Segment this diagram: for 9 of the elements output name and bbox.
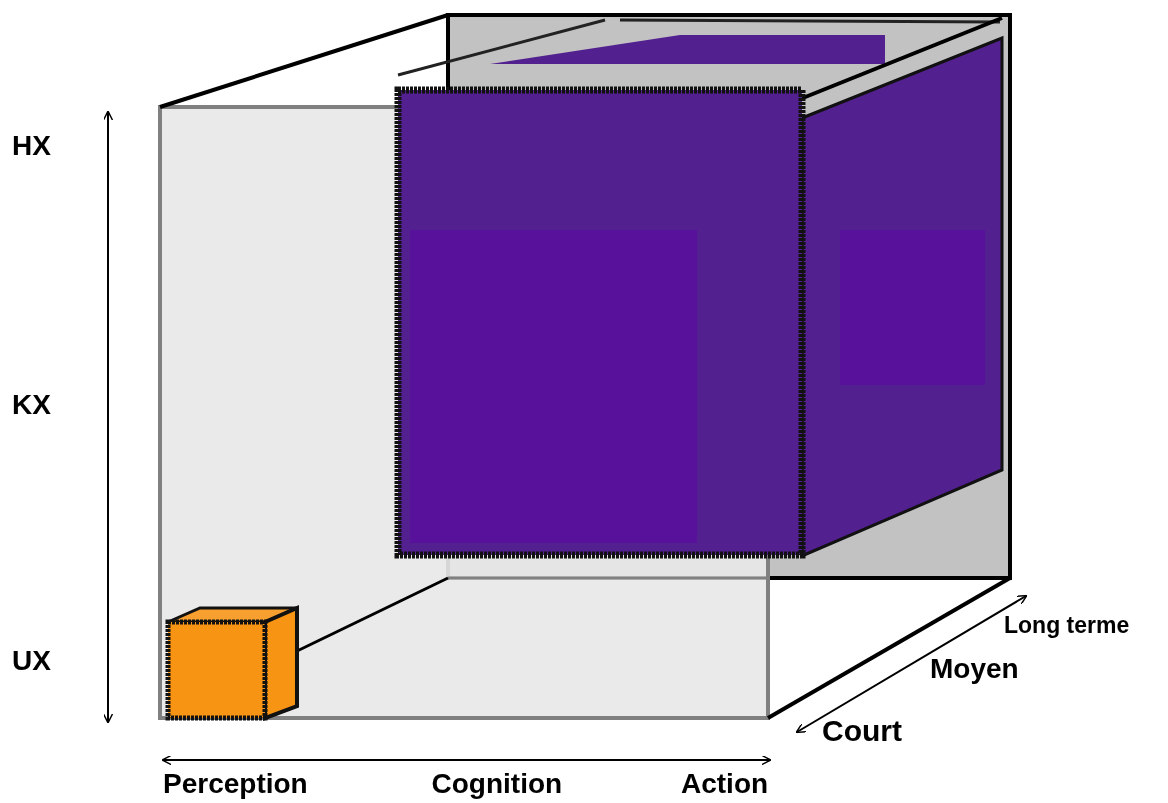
axis-category-label: Perception: [163, 770, 308, 798]
time-scale-label: Court: [822, 716, 902, 746]
axis-level-label: HX: [12, 132, 51, 160]
axis-category-label: Action: [681, 770, 769, 798]
axis-category-label: Cognition: [431, 770, 563, 798]
time-scale-label: Long terme: [1004, 614, 1130, 637]
time-scale-label: Moyen: [930, 655, 1019, 683]
axis-level-label: KX: [12, 391, 51, 419]
axis-level-label: UX: [12, 647, 51, 675]
